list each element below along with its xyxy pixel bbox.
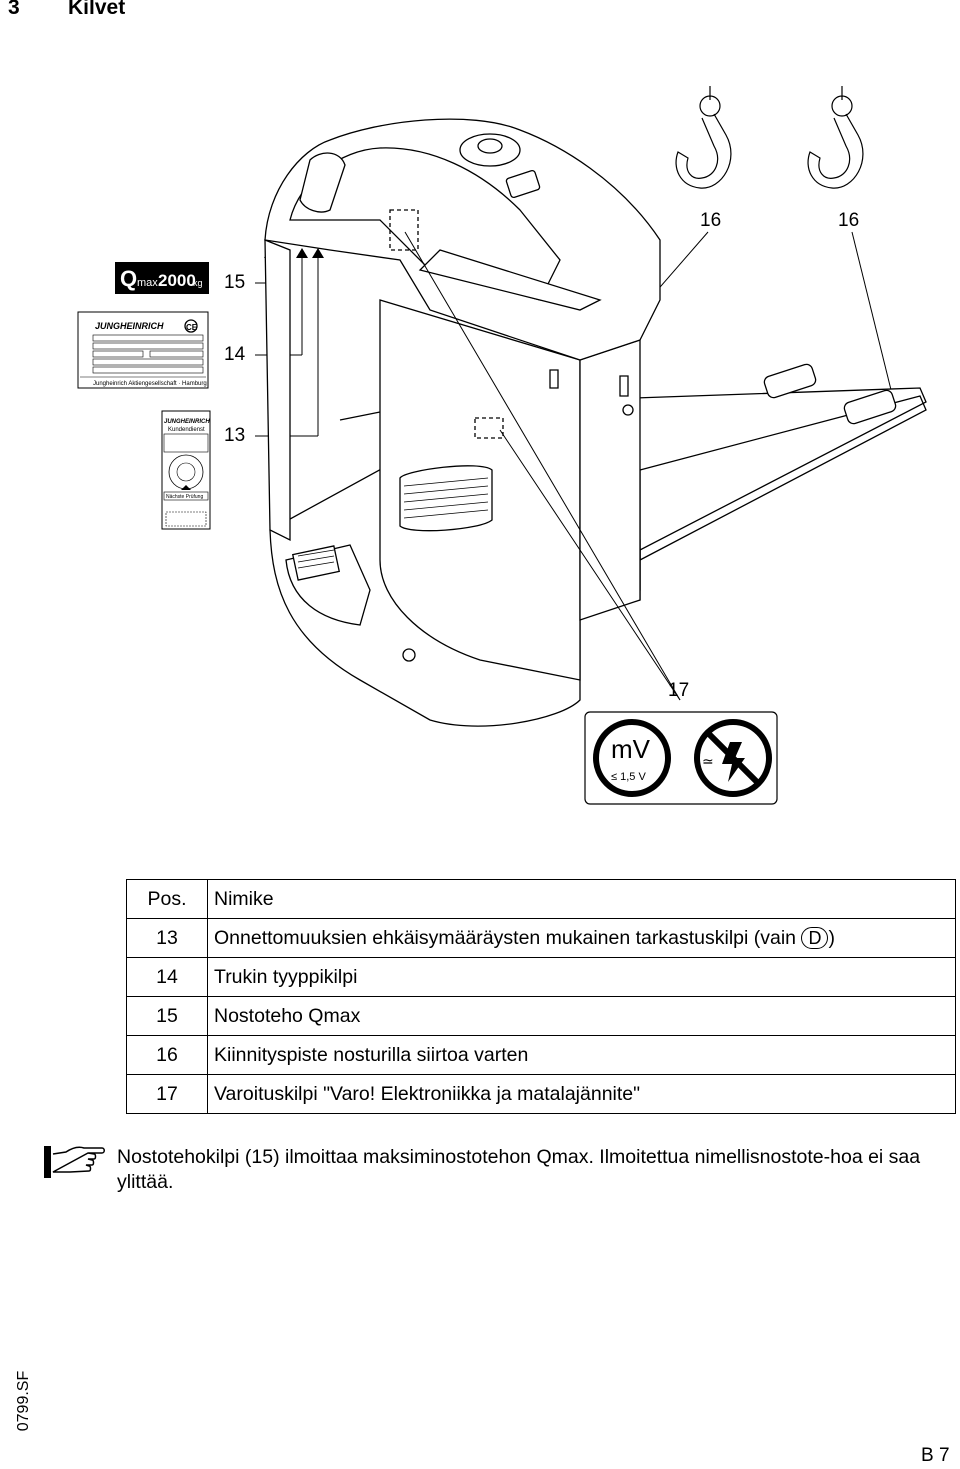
inspection-plate: JUNGHEINRICH Kundendienst Nächste Prüfun… bbox=[161, 410, 211, 530]
row-name: Trukin tyyppikilpi bbox=[207, 957, 956, 997]
callout-16-left: 16 bbox=[700, 210, 721, 231]
table-header-row: Pos. Nimike bbox=[126, 879, 956, 919]
callout-15: 15 bbox=[224, 272, 245, 293]
svg-text:Kundendienst: Kundendienst bbox=[168, 427, 205, 433]
svg-text:max: max bbox=[137, 277, 158, 289]
row-name: Varoituskilpi "Varo! Elektroniikka ja ma… bbox=[207, 1074, 956, 1114]
svg-text:≃: ≃ bbox=[702, 753, 714, 769]
section-title: Kilvet bbox=[68, 0, 126, 19]
crane-hook-icon bbox=[675, 86, 864, 189]
row-pos: 17 bbox=[126, 1074, 208, 1114]
table-row: 14 Trukin tyyppikilpi bbox=[126, 957, 956, 997]
row-name: Kiinnityspiste nosturilla siirtoa varten bbox=[207, 1035, 956, 1075]
note-text: Nostotehokilpi (15) ilmoittaa maksiminos… bbox=[117, 1146, 921, 1193]
row-pos: 14 bbox=[126, 957, 208, 997]
qmax-plate: Q max 2000 kg bbox=[115, 262, 209, 294]
svg-text:≤ 1,5 V: ≤ 1,5 V bbox=[611, 771, 646, 783]
pointing-hand-icon bbox=[44, 1146, 105, 1178]
svg-text:Nächste Prüfung: Nächste Prüfung bbox=[166, 494, 203, 500]
svg-text:JUNGHEINRICH: JUNGHEINRICH bbox=[95, 321, 164, 331]
table-row: 13 Onnettomuuksien ehkäisymääräysten muk… bbox=[126, 918, 956, 958]
row-pos: 13 bbox=[126, 918, 208, 958]
svg-text:2000: 2000 bbox=[158, 271, 196, 290]
row-name: Nostoteho Qmax bbox=[207, 996, 956, 1036]
svg-text:Q: Q bbox=[120, 266, 137, 291]
table-row: 17 Varoituskilpi "Varo! Elektroniikka ja… bbox=[126, 1074, 956, 1114]
svg-text:Jungheinrich Aktiengesellschaf: Jungheinrich Aktiengesellschaft · Hambur… bbox=[93, 381, 207, 387]
callout-16-right: 16 bbox=[838, 210, 859, 231]
svg-text:kg: kg bbox=[193, 278, 203, 288]
header-name: Nimike bbox=[207, 879, 956, 919]
callout-17: 17 bbox=[668, 680, 689, 701]
row-name: Onnettomuuksien ehkäisymääräysten mukain… bbox=[207, 918, 956, 958]
callout-13: 13 bbox=[224, 425, 245, 446]
pallet-truck-drawing bbox=[264, 118, 927, 727]
svg-text:JUNGHEINRICH: JUNGHEINRICH bbox=[164, 419, 210, 425]
labels-table: Pos. Nimike 13 Onnettomuuksien ehkäisymä… bbox=[126, 879, 956, 1114]
table-row: 15 Nostoteho Qmax bbox=[126, 996, 956, 1036]
header-pos: Pos. bbox=[126, 879, 208, 919]
warning-plate: mV ≤ 1,5 V ≃ bbox=[584, 711, 778, 805]
truck-labels-figure: Q max 2000 kg 15 JUNGHEINRICH CE Junghei… bbox=[77, 86, 927, 805]
country-badge: D bbox=[801, 926, 829, 949]
document-code: 0799.SF bbox=[15, 1370, 33, 1432]
page-number: B 7 bbox=[921, 1445, 950, 1466]
row-pos: 15 bbox=[126, 996, 208, 1036]
svg-text:CE: CE bbox=[186, 323, 198, 332]
svg-text:mV: mV bbox=[611, 734, 651, 764]
row-pos: 16 bbox=[126, 1035, 208, 1075]
table-row: 16 Kiinnityspiste nosturilla siirtoa var… bbox=[126, 1035, 956, 1075]
type-plate: JUNGHEINRICH CE Jungheinrich Aktiengesel… bbox=[77, 311, 209, 389]
callout-14: 14 bbox=[224, 344, 246, 365]
section-number: 3 bbox=[8, 0, 20, 19]
